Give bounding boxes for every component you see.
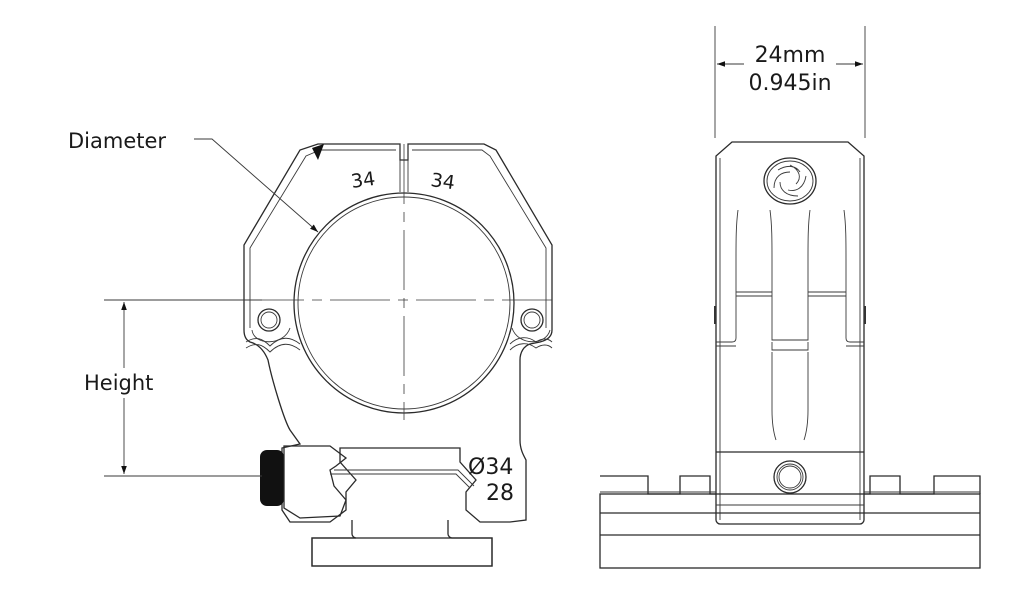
- front-rail-base: [311, 537, 493, 567]
- side-outline: [715, 141, 865, 525]
- screw-right: [511, 308, 551, 343]
- side-screw: [773, 460, 807, 494]
- screw-left: [251, 308, 291, 343]
- engrave-height: 28: [486, 481, 514, 506]
- side-view: [599, 141, 981, 569]
- notch-mark: [312, 144, 324, 160]
- width-in-label: 0.945in: [748, 71, 831, 96]
- brand-logo-icon: [763, 157, 817, 205]
- engrave-34-right: 34: [429, 169, 456, 194]
- engrave-34-left: 34: [350, 168, 377, 193]
- diameter-leader: [194, 138, 319, 233]
- diameter-label: Diameter: [68, 129, 166, 153]
- clamp-knob: [260, 450, 284, 506]
- side-rail: [599, 475, 981, 569]
- front-view: 34 34 Ø34 28: [243, 143, 553, 567]
- height-label: Height: [84, 371, 153, 395]
- ring-outline: [243, 143, 553, 523]
- width-mm-label: 24mm: [755, 43, 826, 68]
- engrave-diameter: Ø34: [468, 455, 513, 480]
